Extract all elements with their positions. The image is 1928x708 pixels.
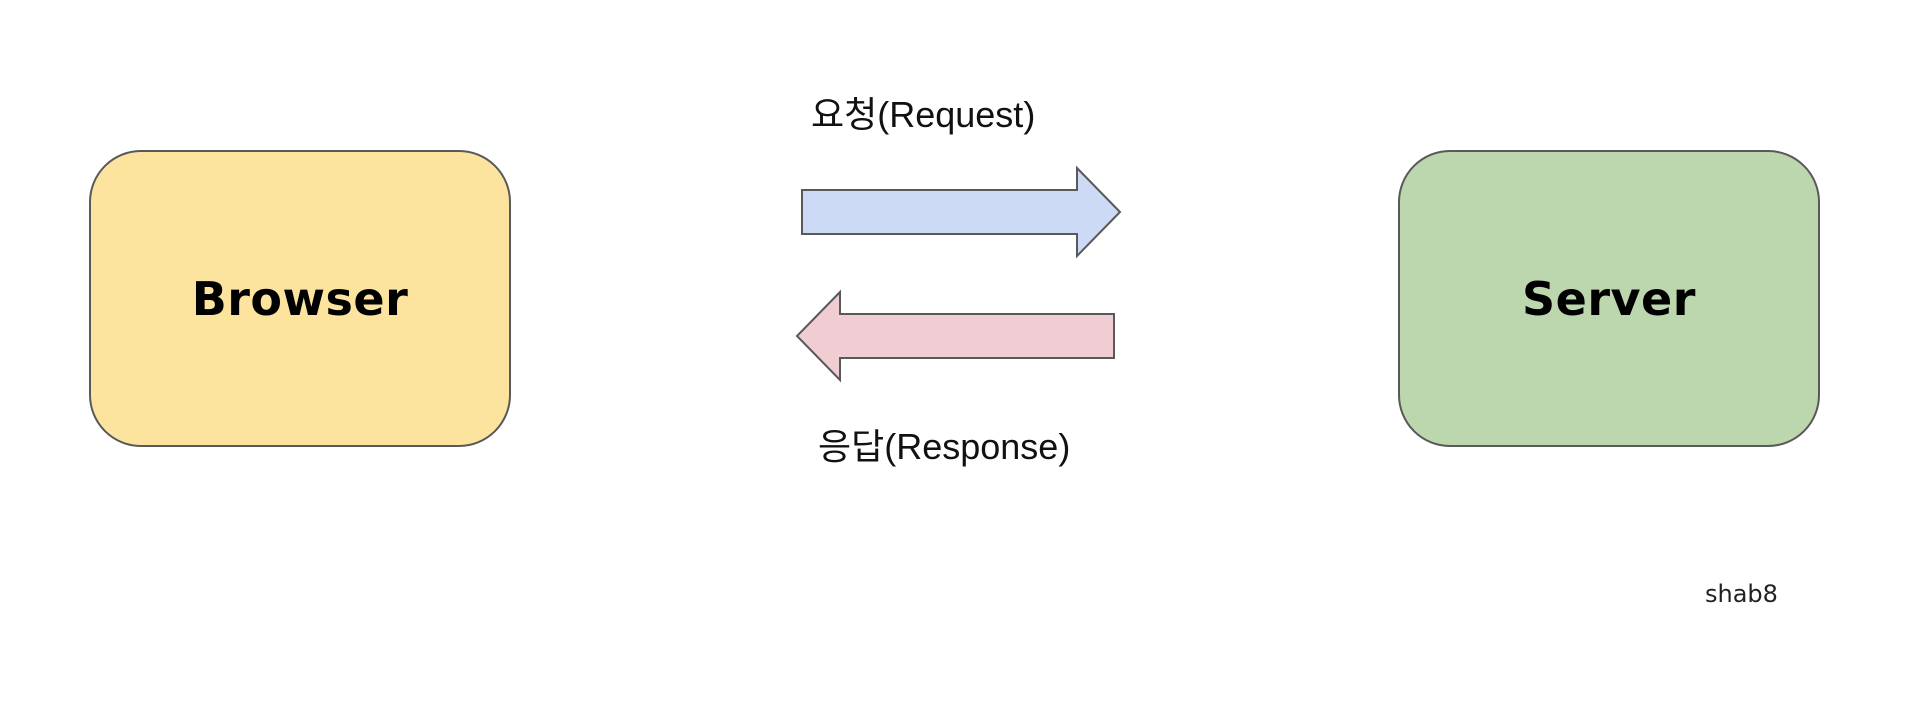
request-arrow-icon bbox=[801, 165, 1122, 259]
browser-node-label: Browser bbox=[191, 271, 409, 326]
watermark-text: shab8 bbox=[1705, 580, 1778, 608]
server-node: Server bbox=[1398, 150, 1820, 447]
browser-node: Browser bbox=[89, 150, 511, 447]
server-node-label: Server bbox=[1522, 271, 1696, 326]
response-arrow-icon bbox=[795, 289, 1115, 383]
response-label: 응답(Response) bbox=[818, 426, 1071, 467]
request-label: 요청(Request) bbox=[811, 94, 1036, 135]
